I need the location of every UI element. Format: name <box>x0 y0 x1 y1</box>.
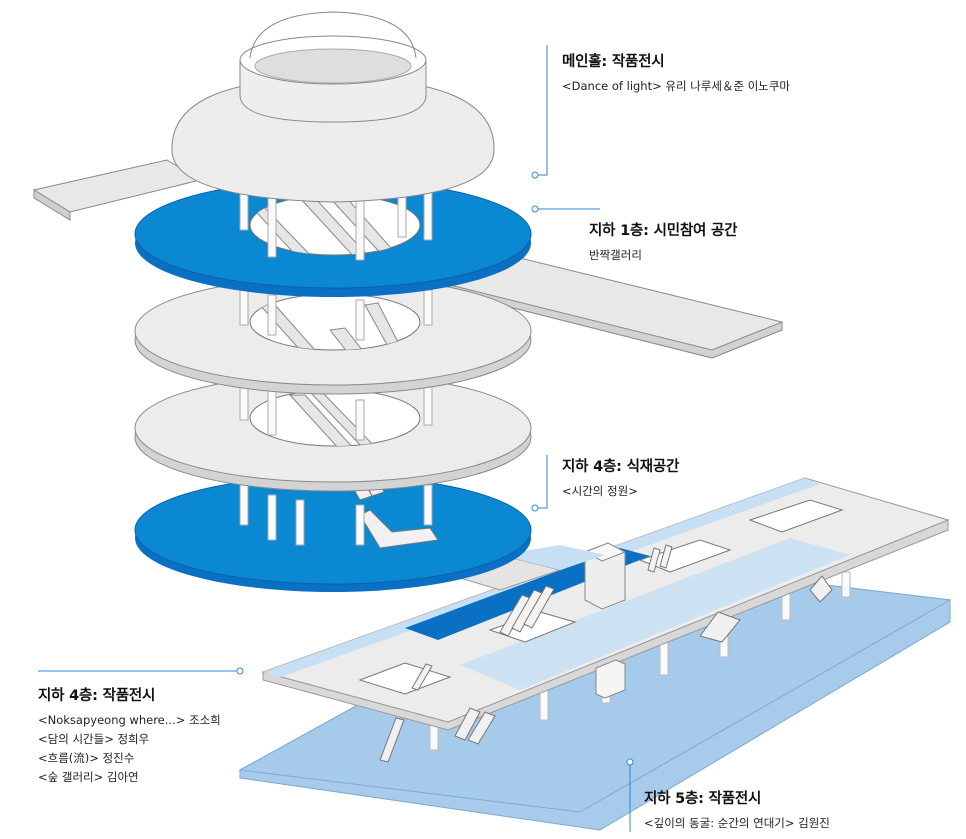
label-b4-plant-title: 지하 4층: 식재공간 <box>562 459 680 475</box>
leader-dot-b4-plant <box>531 504 539 512</box>
label-main-hall: 메인홀: 작품전시 <Dance of light> 유리 나루세＆준 이노쿠마 <box>562 50 790 96</box>
leader-dot-b1 <box>531 205 539 213</box>
label-b4-plant: 지하 4층: 식재공간 <시간의 정원> <box>562 455 679 501</box>
label-b4-exhibit-item: <흐름(流)> 정진수 <box>38 751 135 765</box>
label-main-hall-subtitle: <Dance of light> 유리 나루세＆준 이노쿠마 <box>562 79 791 93</box>
level-b2-disc <box>134 276 532 395</box>
leader-dot-b5 <box>626 758 634 766</box>
label-b4-exhibit-item: <숲 갤러리> 김아연 <box>38 770 139 784</box>
label-b5-subtitle: <깊이의 동굴: 순간의 연대기> 김원진 <box>644 816 830 830</box>
label-b5: 지하 5층: 작품전시 <깊이의 동굴: 순간의 연대기> 김원진 <box>644 787 830 833</box>
label-b4-exhibit-item: <담의 시간들> 정희우 <box>38 732 150 746</box>
label-b4-exhibit-item: <Noksapyeong where...> 조소희 <box>38 713 221 727</box>
columns-1 <box>239 289 433 341</box>
label-b4-exhibit: 지하 4층: 작품전시 <Noksapyeong where...> 조소희 <… <box>38 684 221 787</box>
leader-dot-main-hall <box>531 171 539 179</box>
main-hall-dome <box>171 11 495 203</box>
leader-lines <box>38 45 634 832</box>
label-b1-subtitle: 반짝갤러리 <box>589 248 642 262</box>
label-b5-title: 지하 5층: 작품전시 <box>644 791 762 807</box>
columns-top <box>239 184 433 261</box>
label-main-hall-title: 메인홀: 작품전시 <box>562 54 665 70</box>
level-b4-platform <box>261 477 950 763</box>
level-b4-disc <box>134 475 532 592</box>
label-b4-exhibit-title: 지하 4층: 작품전시 <box>38 688 156 704</box>
leader-dot-b4-exhibit <box>236 667 244 675</box>
label-b4-plant-subtitle: <시간의 정원> <box>562 484 638 498</box>
connector-walkways <box>32 159 783 591</box>
label-b1-title: 지하 1층: 시민참여 공간 <box>589 223 738 239</box>
columns-2 <box>239 384 433 441</box>
label-b1: 지하 1층: 시민참여 공간 반짝갤러리 <box>589 219 737 265</box>
